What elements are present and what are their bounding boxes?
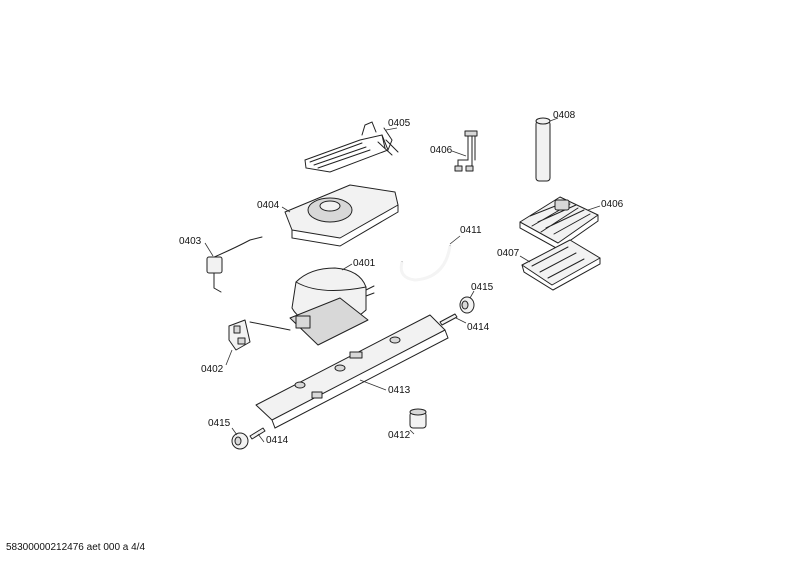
callout-0413: 0413 [388,385,411,396]
callout-0406b: 0406 [601,199,624,210]
callout-0403: 0403 [179,236,202,247]
grid-panel-part [519,196,599,250]
document-id-footer: 58300000212476 aet 000 a 4/4 [6,542,146,553]
grommet-part [409,408,427,429]
pin-part-lower [249,427,266,440]
base-rail-part [255,314,449,429]
callout-0407: 0407 [497,248,520,259]
leader-0407 [519,255,531,263]
starter-relay-part [228,319,291,351]
callout-0405: 0405 [388,118,411,129]
leader-0413 [359,379,387,391]
callout-0408: 0408 [553,110,576,121]
leader-0403 [204,242,214,257]
callout-0412: 0412 [388,430,411,441]
callout-0414b: 0414 [266,435,289,446]
leader-0415b [231,427,238,436]
wiring-harness-part [454,130,478,172]
tray-bin-part [521,239,601,291]
leader-0401 [341,263,353,271]
leader-0415a [469,290,475,299]
hose-part [399,245,452,282]
callout-0402: 0402 [201,364,224,375]
callout-0401: 0401 [353,258,376,269]
leader-0412 [409,429,415,435]
leader-0411 [449,235,461,245]
callout-0415b: 0415 [208,418,231,429]
leader-0414b [257,433,265,443]
condenser-coil-part [304,121,399,173]
compressor-part [289,267,375,346]
leader-0406b [587,205,601,211]
drip-tray-part [284,184,399,247]
callout-0411: 0411 [460,225,482,236]
leader-0406a [451,150,467,157]
cylinder-rod-part [535,117,551,182]
callout-0415a: 0415 [471,282,494,293]
leader-0404 [281,206,291,213]
leader-0414a [455,317,467,324]
leader-0402 [225,349,233,366]
bushing-part-lower [231,432,249,450]
capacitor-part [206,236,263,293]
callout-0404: 0404 [257,200,280,211]
callout-0414a: 0414 [467,322,490,333]
pin-part-upper [439,313,458,326]
bushing-part-upper [459,296,475,314]
leader-0408 [549,117,559,122]
leader-0405 [385,127,398,131]
callout-0406a: 0406 [430,145,453,156]
